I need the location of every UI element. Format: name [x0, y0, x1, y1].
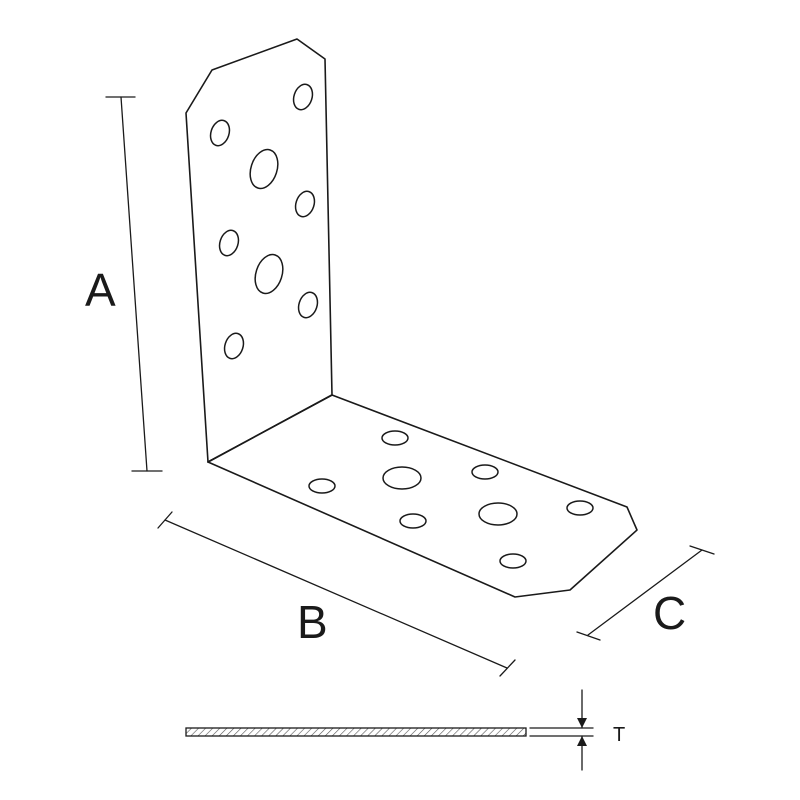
hole — [209, 119, 231, 147]
hole — [566, 500, 594, 516]
dimension-c: C — [576, 545, 715, 641]
plate-cross-section — [185, 727, 527, 737]
fold-line — [207, 394, 333, 463]
hole — [292, 83, 314, 111]
hole — [471, 464, 499, 480]
dimension-a-label: A — [85, 264, 116, 316]
hole — [308, 478, 336, 494]
hole — [399, 513, 427, 529]
dimension-b-label: B — [297, 596, 328, 648]
dimension-t-label: T — [613, 724, 625, 746]
vertical-plate-holes — [209, 83, 319, 360]
hole — [297, 291, 319, 319]
hole — [294, 190, 316, 218]
hole — [218, 229, 240, 257]
dimension-c-label: C — [653, 587, 686, 639]
hole — [223, 332, 245, 360]
dimension-a: A — [85, 96, 163, 472]
hole — [254, 253, 284, 295]
hole — [499, 553, 527, 569]
hole — [478, 502, 518, 526]
thickness-section: T — [185, 689, 625, 771]
dimension-b: B — [157, 511, 516, 677]
hole — [249, 148, 279, 190]
horizontal-plate-holes — [308, 430, 594, 569]
hole — [381, 430, 409, 446]
hole — [382, 466, 422, 490]
